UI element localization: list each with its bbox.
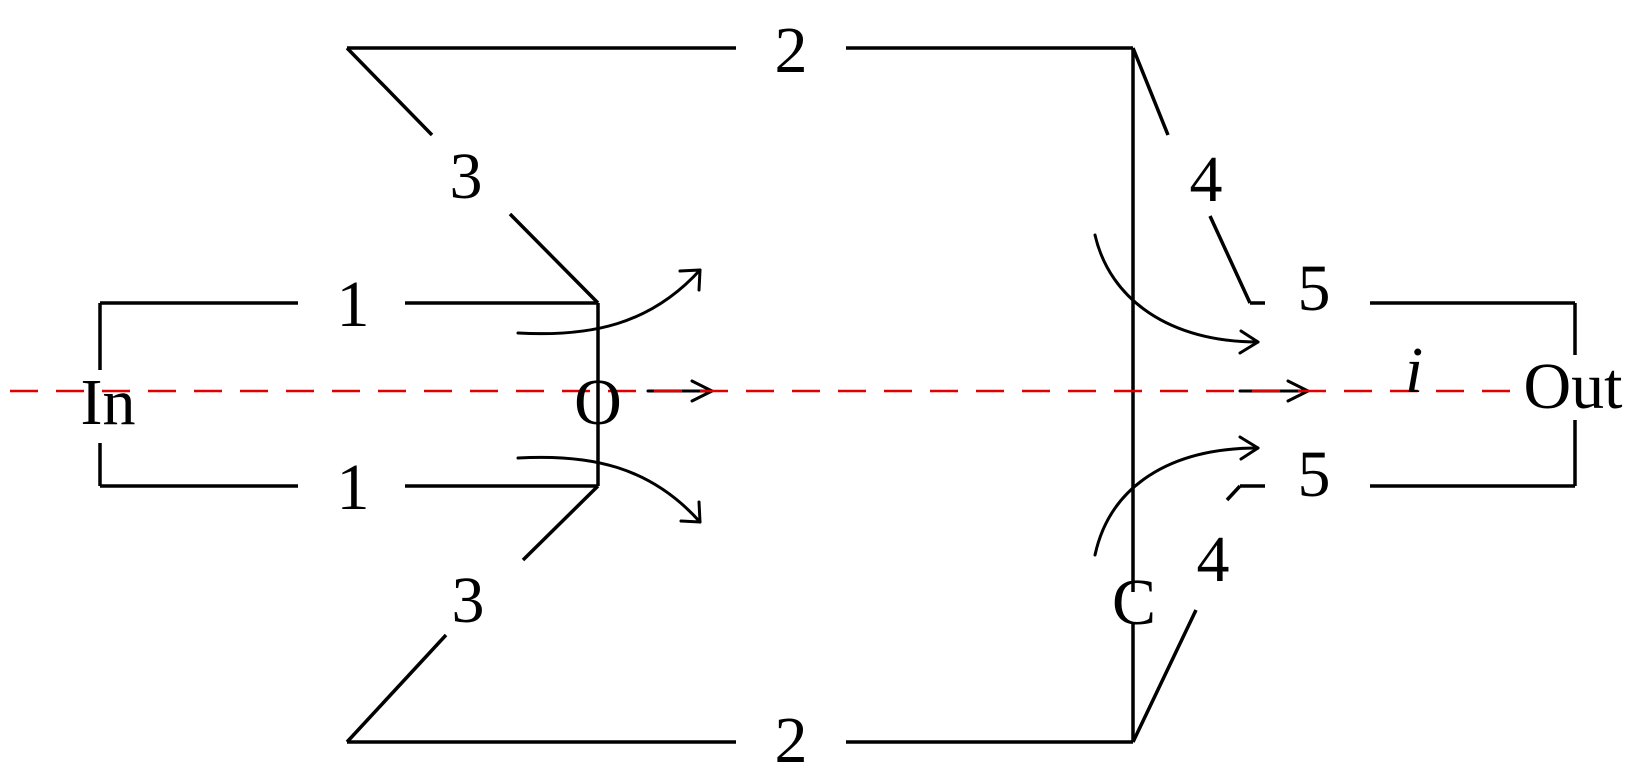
arrowhead-lower-left — [679, 500, 702, 524]
diverging-wall-top — [345, 46, 600, 305]
label-in: In — [81, 366, 136, 439]
arrowhead-lower-right — [1238, 435, 1260, 461]
diverging-wall-bottom — [345, 484, 600, 744]
converging-wall-top — [1131, 47, 1252, 304]
flow-arrow-lower-left — [516, 455, 702, 524]
label-segment-3-top: 3 — [450, 140, 483, 213]
label-segment-1-top: 1 — [337, 268, 370, 341]
label-segment-2-bottom: 2 — [775, 704, 808, 772]
label-segment-4-top: 4 — [1190, 143, 1223, 216]
label-segment-5-top: 5 — [1298, 252, 1331, 325]
flow-arrow-lower-right — [1093, 446, 1260, 557]
label-segment-2-top: 2 — [775, 14, 808, 87]
label-segment-3-bottom: 3 — [452, 564, 485, 637]
label-current: i — [1405, 334, 1423, 407]
converging-wall-bottom — [1131, 484, 1242, 743]
label-origin: O — [574, 366, 622, 439]
label-segment-4-bottom: 4 — [1197, 523, 1230, 596]
flow-arrow-upper-right — [1093, 233, 1260, 344]
arrowhead-upper-left — [678, 268, 702, 292]
arrowhead-upper-right — [1238, 329, 1260, 355]
flow-arrow-upper-left — [516, 268, 702, 336]
label-segment-5-bottom: 5 — [1298, 438, 1331, 511]
label-out: Out — [1524, 350, 1623, 423]
label-segment-1-bottom: 1 — [337, 451, 370, 524]
label-c: C — [1112, 566, 1156, 639]
